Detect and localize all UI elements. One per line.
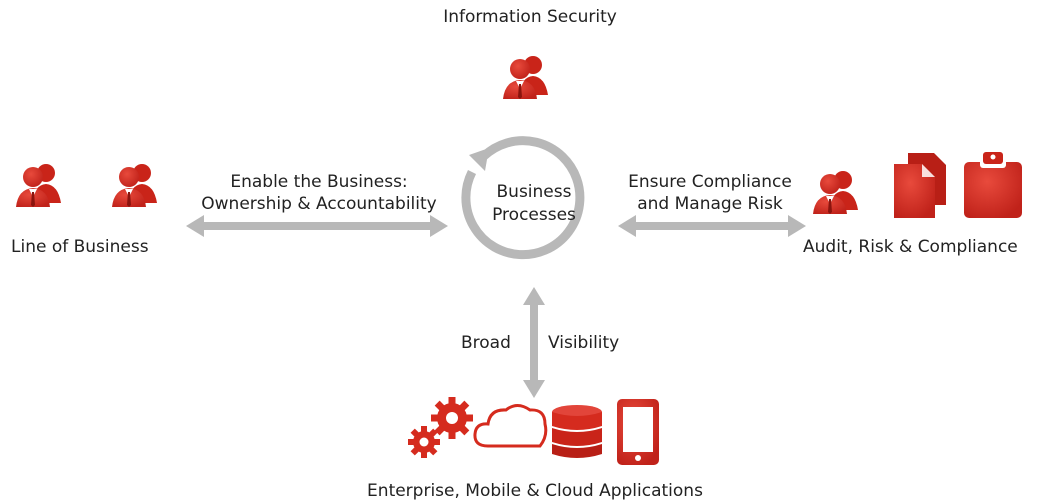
cloud-icon	[473, 404, 548, 448]
bottom-arrow-label-left: Broad	[461, 333, 511, 353]
title-information-security: Information Security	[443, 7, 617, 27]
line-of-business-label: Line of Business	[11, 237, 149, 257]
people-icon	[112, 164, 157, 207]
left-arrow-label-line1: Enable the Business:	[230, 172, 408, 192]
bottom-arrow-label-right: Visibility	[548, 333, 620, 353]
people-icon	[16, 164, 61, 207]
left-double-arrow	[186, 215, 448, 237]
right-double-arrow	[618, 215, 806, 237]
audit-risk-compliance-label: Audit, Risk & Compliance	[803, 237, 1018, 257]
tablet-icon	[617, 399, 659, 465]
database-icon	[552, 405, 602, 458]
people-icon	[503, 56, 548, 99]
right-arrow-label-line1: Ensure Compliance	[628, 172, 792, 192]
center-label-line1: Business	[496, 182, 572, 202]
people-icon	[813, 171, 858, 214]
clipboard-icon	[964, 152, 1022, 218]
left-arrow-label-line2: Ownership & Accountability	[201, 194, 437, 214]
enterprise-mobile-cloud-label: Enterprise, Mobile & Cloud Applications	[367, 481, 703, 501]
vertical-double-arrow	[523, 287, 545, 398]
right-arrow-label-line2: and Manage Risk	[637, 194, 783, 214]
documents-icon	[894, 153, 946, 218]
center-label-line2: Processes	[492, 205, 576, 225]
process-cycle	[461, 136, 585, 260]
gears-icon	[408, 397, 473, 458]
